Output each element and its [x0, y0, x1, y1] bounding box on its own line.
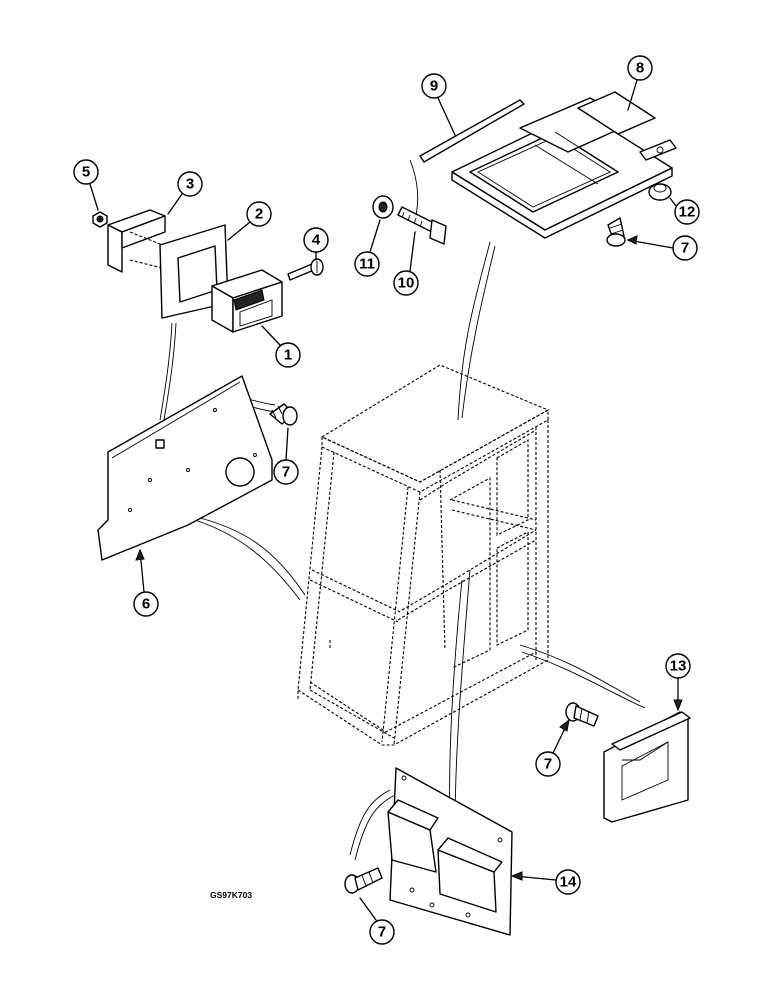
callout-8: 8 — [627, 55, 653, 111]
callout-9-label: 9 — [430, 78, 438, 95]
callout-14-label: 14 — [560, 874, 577, 891]
callout-1: 1 — [261, 325, 301, 368]
part-side-panel — [97, 375, 273, 561]
callout-13: 13 — [665, 653, 691, 712]
callout-7-left-label: 7 — [282, 464, 290, 481]
part-frame — [159, 224, 229, 319]
callout-6-label: 6 — [142, 596, 150, 613]
callout-7-right-label: 7 — [544, 756, 552, 773]
part-screw-7b — [606, 217, 626, 247]
callout-4: 4 — [303, 227, 329, 261]
callout-4-label: 4 — [312, 232, 321, 249]
part-screw-7c — [565, 702, 599, 727]
callout-7-left: 7 — [273, 427, 299, 485]
part-rod — [419, 99, 525, 163]
callout-10-label: 10 — [398, 275, 415, 292]
callout-2: 2 — [227, 201, 272, 241]
cab-frame — [297, 364, 550, 746]
callout-5-label: 5 — [82, 164, 90, 181]
part-bracket — [107, 209, 171, 273]
part-screw-7a — [269, 403, 298, 426]
part-housing — [211, 269, 283, 333]
callout-7-top: 7 — [626, 235, 698, 261]
callout-13-label: 13 — [670, 658, 687, 675]
leader-lines — [159, 159, 646, 861]
callout-1-label: 1 — [284, 347, 292, 364]
part-nut-12 — [648, 183, 672, 201]
callout-6: 6 — [133, 548, 159, 617]
part-bolt — [397, 206, 447, 245]
callout-7-bottom: 7 — [359, 897, 395, 945]
callout-8-label: 8 — [636, 60, 644, 77]
callout-12: 12 — [669, 197, 700, 225]
part-screw-4 — [287, 258, 324, 281]
callout-5: 5 — [73, 159, 99, 211]
callout-3: 3 — [167, 171, 203, 215]
part-nut-5 — [92, 211, 108, 228]
callout-7-bottom-label: 7 — [378, 924, 386, 941]
callout-2-label: 2 — [255, 206, 263, 223]
callout-7-right: 7 — [535, 718, 570, 777]
callout-7-top-label: 7 — [681, 240, 689, 257]
part-rear-panel — [387, 767, 513, 936]
part-washer — [372, 195, 394, 219]
callout-10: 10 — [393, 231, 419, 296]
part-roof-panel — [451, 91, 677, 239]
callout-11: 11 — [354, 219, 381, 277]
drawing-code: GS97K703 — [210, 890, 252, 900]
callout-3-label: 3 — [186, 176, 194, 193]
callout-12-label: 12 — [679, 204, 696, 221]
part-screw-7d — [344, 867, 383, 894]
callout-9: 9 — [421, 73, 456, 136]
callout-14: 14 — [510, 869, 581, 895]
part-pocket — [603, 711, 691, 823]
callout-11-label: 11 — [359, 256, 375, 273]
